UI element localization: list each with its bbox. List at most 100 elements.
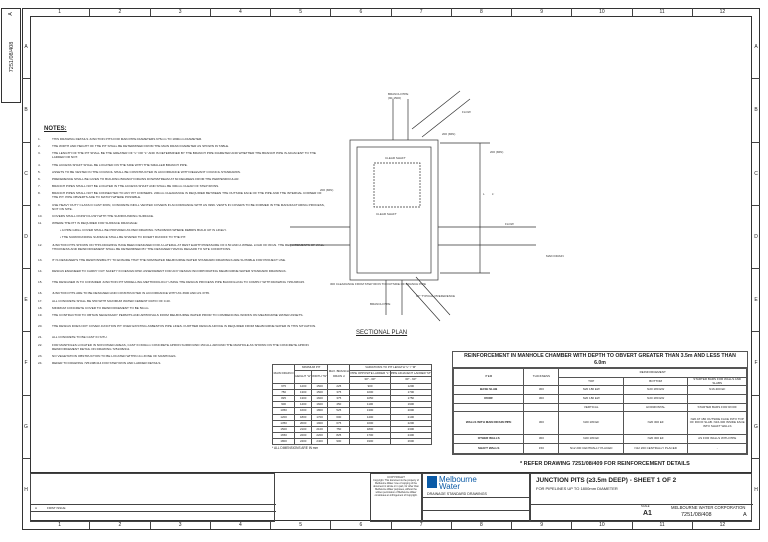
note-item: • THE SURROUNDING SURFACE SHALL BE SHAPE… xyxy=(38,235,328,239)
col-top-4: 4 xyxy=(209,8,270,16)
drawing-subtitle: FOR PIPELINES UP TO 1800mm DIAMETER xyxy=(536,486,618,491)
note-number: 15. xyxy=(38,280,43,285)
clear-shaft-box xyxy=(373,162,421,208)
row-left-a: A xyxy=(24,44,28,51)
note-text: THE CONTRACTOR TO OBTAIN NECESSARY PERMI… xyxy=(52,313,304,317)
note-item: 19.THE CONTRACTOR TO OBTAIN NECESSARY PE… xyxy=(38,313,328,321)
note-item: 15.THE DESIGNER IS TO CONSIDER JUNCTION … xyxy=(38,280,328,288)
note-item: 5.ASSETS TO BE VESTED IN THE COUNCIL SHA… xyxy=(38,170,328,174)
sheet-size: A1 xyxy=(643,510,652,517)
col-top-8: 8 xyxy=(450,8,511,16)
row-right-g: G xyxy=(752,394,760,458)
reinforcement-cell: ROOF xyxy=(452,394,525,405)
title-block: A FIRST ISSUE COPYRIGHT Copyright. This … xyxy=(30,472,753,522)
th-adjacent: PIPE ADJACENT LADDER "M" xyxy=(389,370,433,378)
note-item: 21.ALL CONCRETE TO BE CAST IN SITU. xyxy=(38,335,328,339)
branch-pipe-angled-b xyxy=(421,98,471,138)
organisation-name: MELBOURNE WATER CORPORATION xyxy=(671,505,746,510)
reinforcement-cell: OTHER WALLS xyxy=(452,434,525,445)
col-top-12: 12 xyxy=(691,8,752,16)
note-number: 24. xyxy=(38,361,43,365)
note-number: 23. xyxy=(38,353,43,358)
reinforcement-cell: 300 xyxy=(523,411,560,436)
row-left-c: C xyxy=(22,141,30,205)
note-item: 8.BRANCH PIPES SHALL NOT BE CONNECTED TO… xyxy=(38,191,328,199)
rev-letter: A xyxy=(35,506,38,510)
row-right-e: E xyxy=(752,268,760,331)
note-number: 22. xyxy=(38,342,43,347)
label-dim-200-a: 200 (MIN) xyxy=(442,132,455,136)
col-bottom-6: 6 xyxy=(330,521,390,529)
row-right-h: H xyxy=(752,457,760,521)
drawing-inner-border xyxy=(30,16,752,521)
row-left-h: H xyxy=(22,457,30,521)
note-text: THE WIDTH AND HEIGHT OF THE PIT SHALL BE… xyxy=(52,144,230,149)
reinforcement-title: REINFORCEMENT IN MANHOLE CHAMBER WITH DE… xyxy=(453,352,747,368)
row-left-d: D xyxy=(22,204,30,268)
note-text: FOR MANHOLES LOCATED IN NON PAVED AREAS,… xyxy=(52,342,309,351)
note-text: THIS DRAWING DETAILS JUNCTION PITS FOR M… xyxy=(52,137,203,141)
scale-label: SCALE xyxy=(641,505,650,508)
th-main-drain: MAIN DRAIN D xyxy=(271,364,296,384)
branch-pipe-angled-a xyxy=(411,90,461,130)
rt-th-top: TOP xyxy=(558,376,624,387)
reinforcement-cell: N12 200 CENTRALLY PLACED xyxy=(622,443,689,455)
reinforcement-cell: N20 180 EF xyxy=(558,411,624,436)
note-number: 2. xyxy=(38,144,41,149)
note-text: IT IS DESIGNER'S THE RESPONSIBILITY TO E… xyxy=(52,257,286,262)
col-top-10: 10 xyxy=(571,8,631,16)
row-left-b: B xyxy=(22,78,30,141)
note-text: REFER TO DRAWING 7251/08/414 FOR STEP IR… xyxy=(52,361,162,365)
reinforcement-table-wrap: REINFORCEMENT IN MANHOLE CHAMBER WITH DE… xyxy=(452,351,748,456)
note-number: 21. xyxy=(38,335,43,340)
rt-th-starter: STARTER BARS FOR WALLS AND SLABS xyxy=(687,376,747,387)
note-number: 14. xyxy=(38,269,43,273)
row-right-a: A xyxy=(754,44,758,51)
reinforcement-cell: N20 180 EW xyxy=(558,394,624,405)
note-text: BRANCH PIPES SHALL NOT BE LOCATED IN THE… xyxy=(52,184,220,189)
note-number: 16. xyxy=(38,291,43,296)
note-text: THE DESIGN DOES NOT COVER JUNCTION PIT O… xyxy=(52,324,317,329)
col-top-3: 3 xyxy=(149,8,210,16)
label-branch-pipe-top: BRANCH PIPE xyxy=(388,92,408,96)
rt-th-item: ITEM xyxy=(452,367,525,387)
reinforcement-cell: N20 180 EW xyxy=(622,385,689,396)
th-width: WIDTH "W" xyxy=(311,370,329,384)
rt-th-thickness: THICKNESS xyxy=(523,367,560,387)
note-item: 1.THIS DRAWING DETAILS JUNCTION PITS FOR… xyxy=(38,137,328,141)
note-number: 11. xyxy=(38,221,43,225)
logo-text-2: Water xyxy=(439,482,461,491)
variations-cell: 1800 xyxy=(271,438,296,446)
reinforcement-cell: N20 180 EW xyxy=(558,385,624,396)
note-number: 13. xyxy=(38,257,43,262)
reinforcement-cell xyxy=(687,394,747,405)
label-typical-60: 60° TYPICAL PREFERENCE xyxy=(416,294,455,298)
logo-block: Melbourne Water DRAINAGE STANDARD DRAWIN… xyxy=(422,473,531,522)
row-right-b: B xyxy=(752,78,760,141)
drawing-number: 7251/08/408 xyxy=(681,512,712,518)
row-left-g: G xyxy=(22,394,30,458)
note-text: JUNCTION PITS SHOWN ON THIS DRAWING HAVE… xyxy=(52,242,325,251)
col-bottom-4: 4 xyxy=(209,521,270,529)
col-top-1: 1 xyxy=(58,9,62,15)
note-text: BRANCH PIPES SHALL NOT BE CONNECTED TO A… xyxy=(52,191,322,200)
col-bottom-2: 2 xyxy=(89,521,149,529)
label-main-drain: MAIN DRAIN xyxy=(546,254,564,258)
note-item: 2. THE WIDTH AND HEIGHT OF THE PIT SHALL … xyxy=(38,144,328,148)
copyright-text: Copyright. This document is the property… xyxy=(373,479,419,497)
reinforcement-cell: SHAFT WALLS xyxy=(452,443,525,455)
reinforcement-cell: 300 xyxy=(523,385,560,396)
note-item: 11.WHERE THE PIT IS REQUIRED FOR SURFACE… xyxy=(38,221,328,225)
sheet-letter: A xyxy=(743,512,747,518)
reinforcement-table: ITEM THICKNESS REINFORCEMENT TOP BOTTOM … xyxy=(452,367,747,455)
note-item: 22. FOR MANHOLES LOCATED IN NON PAVED ARE… xyxy=(38,343,328,351)
row-left-e: E xyxy=(22,268,30,331)
variations-footnote: * ALL DIMENSIONS ARE IN mm xyxy=(272,446,319,451)
label-wall-200: 200 (MIN) xyxy=(320,188,333,192)
